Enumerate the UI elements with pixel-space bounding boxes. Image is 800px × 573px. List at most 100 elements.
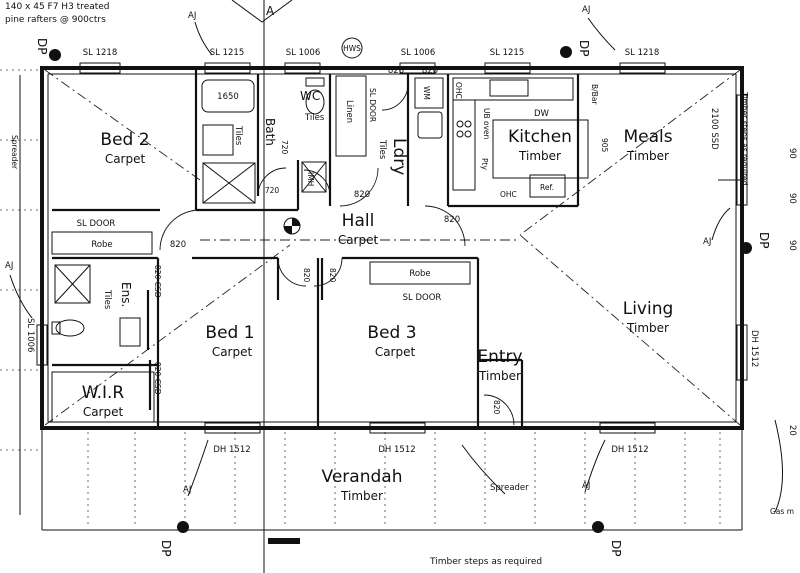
room-meals-name: Meals	[623, 127, 672, 147]
section-marker	[231, 0, 293, 573]
downpipe-label: DP	[159, 540, 173, 556]
bbar-label: B/Bar	[590, 84, 599, 105]
room-bed3-name: Bed 3	[367, 323, 416, 343]
csd-label: 820 CSD	[153, 265, 162, 298]
door-size-label: 820	[388, 66, 404, 76]
room-meals-finish: Timber	[626, 149, 669, 163]
ohc-top-label: OHC	[454, 82, 463, 99]
articulation-joint-label: AJ	[5, 261, 13, 271]
rafter-spacing-note: pine rafters @ 900ctrs	[5, 15, 106, 25]
door-size-label: 720	[265, 186, 280, 195]
room-entry-name: Entry	[477, 347, 522, 367]
room-bed1-name: Bed 1	[205, 323, 254, 343]
ohc-bottom-label: OHC	[500, 190, 517, 199]
articulation-joint-label: AJ	[188, 11, 196, 21]
fridge-label: Ref.	[540, 183, 554, 192]
external-walls	[40, 66, 744, 430]
room-kitchen-finish: Timber	[518, 149, 561, 163]
room-hall-name: Hall	[342, 211, 375, 231]
dimension-label: 20	[787, 425, 797, 436]
robe-bed3-label: Robe	[409, 269, 430, 279]
fixtures	[51, 37, 589, 544]
dw-label: DW	[534, 109, 550, 119]
room-ens-finish: Tiles	[102, 289, 112, 310]
door-size-label: 820	[354, 190, 370, 200]
steps-right-note: Timber steps as required	[740, 91, 749, 186]
window-label: 2100 SSD	[709, 108, 719, 150]
window-label: SL 1006	[401, 48, 435, 58]
room-bed3-finish: Carpet	[375, 345, 416, 359]
dimension-label: 90	[787, 240, 797, 251]
room-verandah-finish: Timber	[340, 489, 383, 503]
room-entry-finish: Timber	[478, 369, 521, 383]
room-living-name: Living	[623, 299, 674, 319]
room-ldry-finish: Tiles	[377, 139, 387, 160]
sl-door-bed3-label: SL DOOR	[403, 293, 442, 303]
window-label: SL 1215	[490, 48, 524, 58]
rafter-note: 140 x 45 F7 H3 treated	[5, 2, 110, 12]
room-bath-name: Bath	[263, 118, 277, 146]
hws-label: HWS	[343, 44, 361, 53]
uboven-label: UB oven	[482, 108, 491, 140]
dimension-label: 90	[787, 193, 797, 204]
internal-walls	[52, 70, 580, 428]
room-living-finish: Timber	[626, 321, 669, 335]
window-label: DH 1512	[213, 445, 250, 455]
datum-mark	[283, 217, 301, 235]
window-label: SL 1218	[83, 48, 117, 58]
articulation-joint-label: AJ	[183, 485, 191, 495]
room-wir-name: W.I.R	[82, 383, 125, 403]
downpipes	[49, 46, 752, 533]
dimension-label: 90	[787, 148, 797, 159]
room-bed2-finish: Carpet	[105, 152, 146, 166]
door-size-label: 720	[280, 140, 289, 155]
downpipe-label: DP	[609, 540, 623, 556]
door-size-label: 820	[492, 400, 501, 415]
leader-lines	[9, 17, 783, 513]
room-wc-finish: Tiles	[304, 113, 325, 123]
articulation-joint-label: AJ	[582, 5, 590, 15]
csd-label: 820 CSD	[153, 362, 162, 395]
room-wc-name: WC	[300, 89, 320, 103]
room-ldry-name: Ldry	[389, 138, 409, 175]
room-verandah-name: Verandah	[322, 467, 403, 487]
bath-size-label: 1650	[217, 92, 239, 102]
robe-bed2-label: Robe	[91, 240, 112, 250]
windows	[36, 62, 748, 434]
section-label: A	[266, 4, 275, 18]
roof-diagonals	[44, 69, 741, 426]
verandah-deck	[41, 428, 743, 531]
articulation-joint-label: AJ	[703, 237, 711, 247]
room-bed1-finish: Carpet	[212, 345, 253, 359]
gas-meter-note: Gas m	[770, 507, 794, 516]
steps-bottom-note: Timber steps as required	[429, 557, 542, 567]
room-bed2-name: Bed 2	[100, 130, 149, 150]
imh-label: IMH	[306, 172, 315, 186]
left-deck	[0, 69, 40, 515]
bench-dimension: 905	[600, 138, 609, 153]
door-size-label: 820	[444, 215, 460, 225]
window-label: DH 1512	[611, 445, 648, 455]
downpipe-label: DP	[35, 38, 49, 54]
spreader-label: Spreader	[10, 135, 19, 170]
linen-sl-door-label: SL DOOR	[368, 88, 377, 122]
window-label: SL 1215	[210, 48, 244, 58]
room-ens-name: Ens.	[119, 282, 133, 307]
downpipe-label: DP	[757, 232, 771, 248]
linen-label: Linen	[344, 100, 354, 123]
window-label: SL 1006	[286, 48, 320, 58]
wm-label: WM	[422, 86, 431, 100]
sl-door-bed2-label: SL DOOR	[77, 219, 116, 229]
pantry-label: Pty	[480, 158, 489, 170]
window-label: SL 1006	[25, 318, 35, 352]
room-kitchen-name: Kitchen	[508, 127, 572, 147]
door-swings	[159, 83, 515, 426]
spreader-label: Spreader	[490, 483, 529, 493]
room-wir-finish: Carpet	[83, 405, 124, 419]
room-hall-finish: Carpet	[338, 233, 379, 247]
articulation-joint-label: AJ	[582, 481, 590, 491]
door-size-label: 820	[302, 268, 311, 283]
door-size-label: 820	[422, 66, 438, 76]
room-bath-finish: Tiles	[233, 125, 243, 146]
